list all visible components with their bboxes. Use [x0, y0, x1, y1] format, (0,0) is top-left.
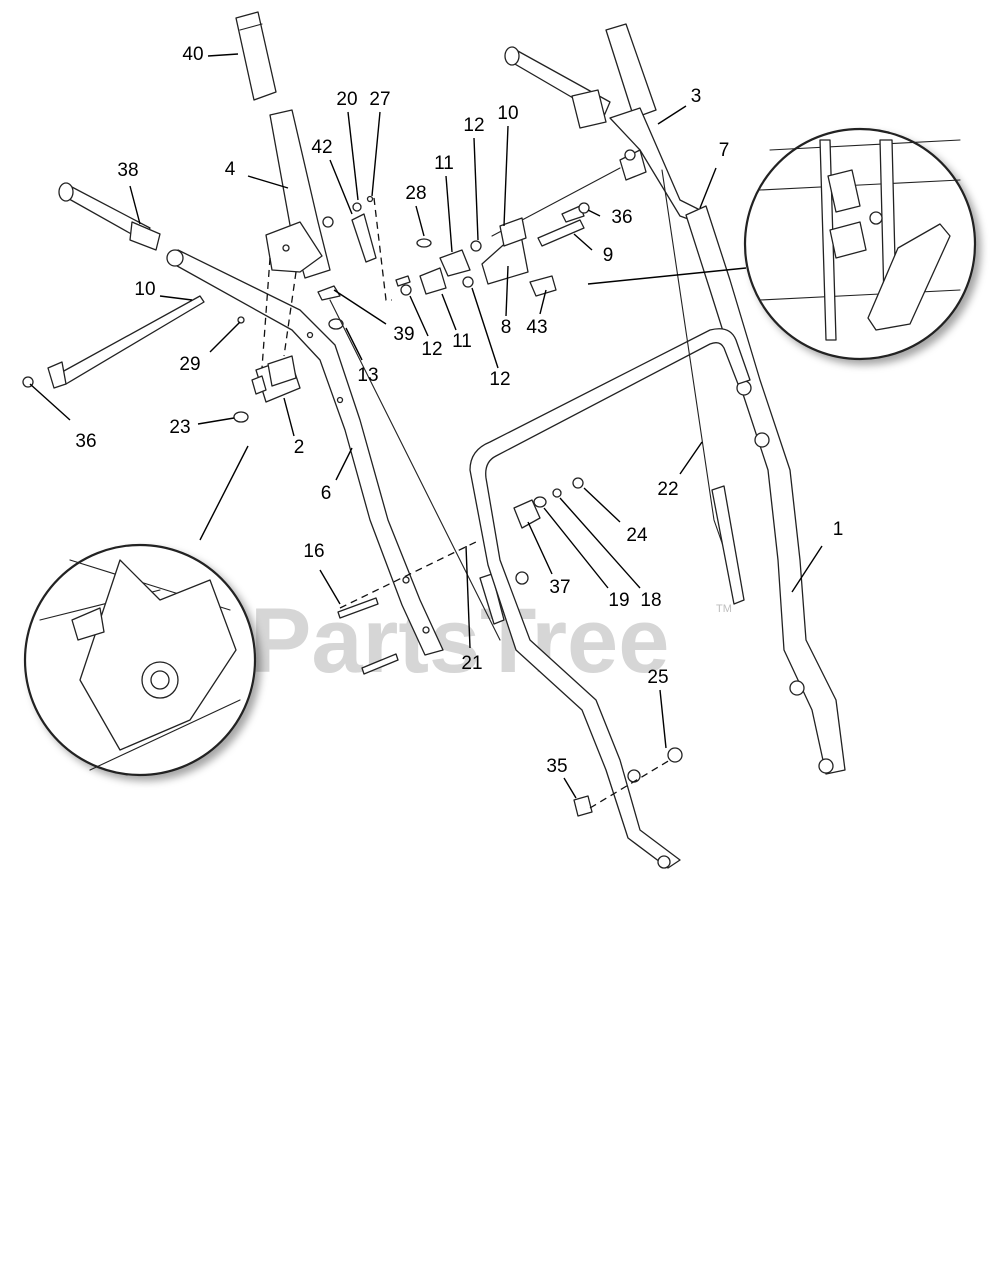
callout-label: 12	[421, 339, 442, 360]
part-6-left-tube	[166, 249, 444, 656]
dashed-guide-16	[339, 539, 481, 609]
callout-label: 21	[461, 653, 482, 674]
small-parts-lower	[513, 477, 683, 817]
part-2-switch-box	[251, 355, 301, 403]
callout-label: 39	[393, 324, 414, 345]
part-40-grip	[235, 11, 277, 101]
callout-label: 28	[405, 183, 426, 204]
part-3-right-upper	[504, 23, 703, 225]
callout-label: 11	[452, 331, 472, 352]
callout-label: 23	[169, 417, 190, 438]
inset-detail-right	[743, 127, 977, 361]
leader-lines	[29, 53, 823, 799]
part-38-grip	[58, 182, 161, 251]
callout-label: 36	[611, 207, 632, 228]
callout-label: 2	[294, 437, 305, 458]
spring-21	[479, 573, 505, 625]
callout-label: 38	[117, 160, 138, 181]
callout-label: 13	[357, 365, 378, 386]
part-42-pin	[351, 195, 377, 263]
lower-u-frame	[469, 328, 751, 869]
callout-label: 1	[833, 519, 844, 540]
callout-label: 18	[640, 590, 661, 611]
callout-label: 27	[369, 89, 390, 110]
callout-label: 22	[657, 479, 678, 500]
callout-label: 40	[182, 44, 203, 65]
callout-label: 36	[75, 431, 96, 452]
callout-label: 12	[463, 115, 484, 136]
callout-label: 6	[321, 483, 332, 504]
callout-label: 12	[489, 369, 510, 390]
part-16-bolt	[337, 597, 379, 619]
watermark-tm: TM	[716, 603, 732, 615]
callout-label: 10	[134, 279, 155, 300]
dashed-guide-2	[261, 257, 271, 369]
callout-label: 24	[626, 525, 648, 546]
callout-label: 35	[546, 756, 567, 777]
part-4-upper-tube	[265, 109, 334, 279]
callout-label: 20	[336, 89, 357, 110]
dashed-guide-42	[373, 197, 392, 301]
callout-label: 19	[608, 590, 629, 611]
callout-label: 42	[311, 137, 332, 158]
cable-21	[329, 299, 501, 641]
callout-label: 10	[497, 103, 518, 124]
bolt-lower	[361, 653, 399, 675]
spring-22	[711, 485, 745, 605]
callout-label: 11	[434, 153, 454, 174]
callout-label: 25	[647, 667, 668, 688]
watermark-text: PartsTree	[250, 590, 669, 692]
part-1-7-right-tube	[685, 205, 846, 775]
inset-detail-left	[23, 543, 257, 777]
callout-label: 7	[719, 140, 730, 161]
callout-label: 9	[603, 245, 614, 266]
callout-label: 8	[501, 317, 512, 338]
part-10-rod-left	[22, 295, 205, 389]
center-mechanism	[395, 167, 621, 297]
callout-label: 4	[225, 159, 236, 180]
callout-label: 37	[549, 577, 570, 598]
dashed-guide-35	[589, 759, 671, 809]
callout-label: 29	[179, 354, 200, 375]
callout-label: 16	[303, 541, 324, 562]
callout-label: 3	[691, 86, 702, 107]
callout-label: 43	[526, 317, 547, 338]
dashed-guide-2b	[283, 271, 297, 357]
